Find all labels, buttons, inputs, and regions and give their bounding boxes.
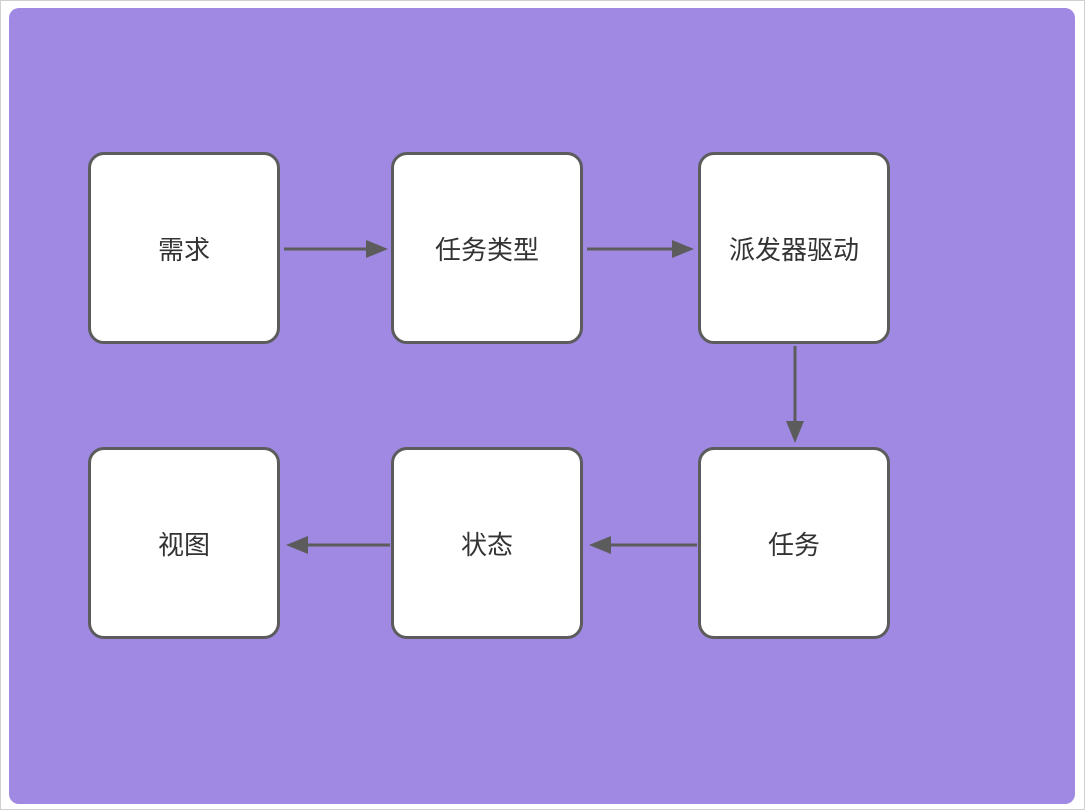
node-requirement[interactable]: 需求: [88, 152, 280, 344]
node-state[interactable]: 状态: [391, 447, 583, 639]
node-task-type[interactable]: 任务类型: [391, 152, 583, 344]
diagram-canvas: [9, 8, 1075, 804]
node-dispatcher-driver[interactable]: 派发器驱动: [698, 152, 890, 344]
node-view[interactable]: 视图: [88, 447, 280, 639]
node-task[interactable]: 任务: [698, 447, 890, 639]
